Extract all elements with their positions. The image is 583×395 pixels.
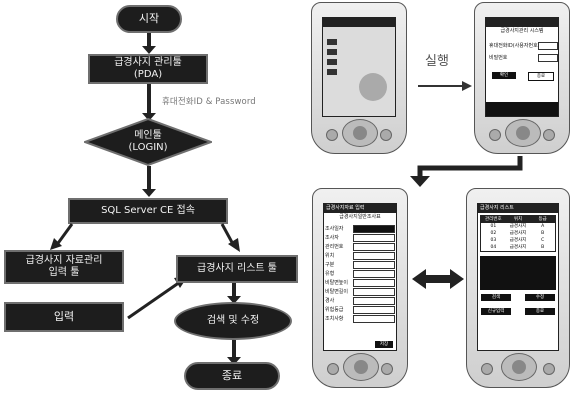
login-titlebar [486, 18, 558, 27]
form-row: 조사일자 [325, 224, 395, 233]
form-field[interactable] [353, 270, 395, 278]
execute-arrow [416, 78, 474, 94]
directional-pad[interactable] [505, 119, 541, 147]
form-field[interactable] [353, 234, 395, 242]
login-id-input[interactable] [538, 42, 558, 50]
form-field[interactable] [353, 279, 395, 287]
form-field[interactable] [353, 225, 395, 233]
double-arrow [410, 268, 466, 290]
arrow-search-to-end [232, 340, 236, 358]
arrow-list-to-search [232, 283, 236, 297]
login-id-label: 휴대전화ID(사용자번호) [487, 42, 542, 50]
login-keyboard[interactable] [486, 102, 558, 116]
login-ok-button[interactable]: 확인 [492, 72, 516, 79]
execute-label: 실행 [425, 50, 449, 69]
list-search-button[interactable]: 검색 [481, 294, 511, 301]
input-node: 입력 [4, 302, 124, 332]
table-row[interactable]: 03 급경사지 C [481, 237, 555, 244]
form-row: 비탈면높이 [325, 278, 395, 287]
login-cancel-button[interactable]: 종료 [528, 72, 554, 81]
pda-list-screen: 급경사지 리스트 관리번호 위치 등급 01 급경사지 A 02 급경사지 B … [477, 203, 559, 351]
pda-login-device: 급경사지관리 시스템 휴대전화ID(사용자번호) 비밀번호 확인 종료 [474, 2, 570, 154]
directional-pad[interactable] [343, 353, 379, 381]
input-tool-node: 급경사지 자료관리 입력 툴 [4, 250, 124, 284]
pda-home-titlebar [323, 18, 395, 27]
form-field[interactable] [353, 297, 395, 305]
list-tool-node: 급경사지 리스트 툴 [176, 255, 298, 283]
login-title: 급경사지관리 시스템 [486, 27, 558, 35]
directional-pad[interactable] [501, 353, 537, 381]
list-header-row: 관리번호 위치 등급 [481, 216, 555, 223]
input-form: 조사일자 조사자 관리번호 위치 구분 유형 [325, 224, 395, 323]
form-field[interactable] [353, 306, 395, 314]
form-field[interactable] [353, 252, 395, 260]
form-row: 비탈면길이 [325, 287, 395, 296]
input-header: 급경사지일반조사표 [324, 213, 396, 221]
form-row: 위치 [325, 251, 395, 260]
directional-pad[interactable] [342, 119, 378, 147]
pda-list-device: 급경사지 리스트 관리번호 위치 등급 01 급경사지 A 02 급경사지 B … [466, 188, 570, 388]
list-new-button[interactable]: 신규입력 [481, 308, 511, 315]
pda-home-device [311, 2, 407, 154]
bent-arrow [400, 154, 530, 188]
form-row: 유형 [325, 269, 395, 278]
list-close-button[interactable]: 종료 [525, 308, 555, 315]
login-pw-input[interactable] [538, 54, 558, 62]
pda-home-screen [322, 17, 396, 117]
right-hardware-button[interactable] [380, 129, 392, 141]
pda-input-screen: 급경사지자료 입력 급경사지일반조사표 조사일자 조사자 관리번호 위치 구분 [323, 203, 397, 351]
pda-login-screen: 급경사지관리 시스템 휴대전화ID(사용자번호) 비밀번호 확인 종료 [485, 17, 559, 117]
home-wallpaper [323, 27, 396, 117]
list-edit-button[interactable]: 수정 [525, 294, 555, 301]
form-row: 위험등급 [325, 305, 395, 314]
form-field[interactable] [353, 243, 395, 251]
list-empty-area [480, 256, 556, 290]
form-row: 관리번호 [325, 242, 395, 251]
table-row[interactable]: 02 급경사지 B [481, 230, 555, 237]
table-row[interactable]: 04 급경사지 B [481, 244, 555, 251]
left-hardware-button[interactable] [327, 363, 339, 375]
input-titlebar: 급경사지자료 입력 [324, 204, 396, 213]
form-row: 경사 [325, 296, 395, 305]
input-save-button[interactable]: 저장 [375, 341, 393, 348]
form-row: 구분 [325, 260, 395, 269]
form-row: 조치사항 [325, 314, 395, 323]
right-hardware-button[interactable] [543, 363, 555, 375]
right-hardware-button[interactable] [381, 363, 393, 375]
form-field[interactable] [353, 261, 395, 269]
form-row: 조사자 [325, 233, 395, 242]
list-titlebar: 급경사지 리스트 [478, 204, 558, 213]
left-hardware-button[interactable] [481, 363, 493, 375]
form-field[interactable] [353, 288, 395, 296]
form-field[interactable] [353, 315, 395, 323]
pda-input-device: 급경사지자료 입력 급경사지일반조사표 조사일자 조사자 관리번호 위치 구분 [312, 188, 408, 388]
search-edit-node: 검색 및 수정 [174, 302, 292, 340]
table-row[interactable]: 01 급경사지 A [481, 223, 555, 230]
end-node: 종료 [184, 362, 280, 390]
left-hardware-button[interactable] [326, 129, 338, 141]
right-hardware-button[interactable] [543, 129, 555, 141]
list-table: 관리번호 위치 등급 01 급경사지 A 02 급경사지 B 03 급경사지 C… [480, 215, 556, 252]
login-pw-label: 비밀번호 [487, 54, 509, 62]
left-hardware-button[interactable] [489, 129, 501, 141]
